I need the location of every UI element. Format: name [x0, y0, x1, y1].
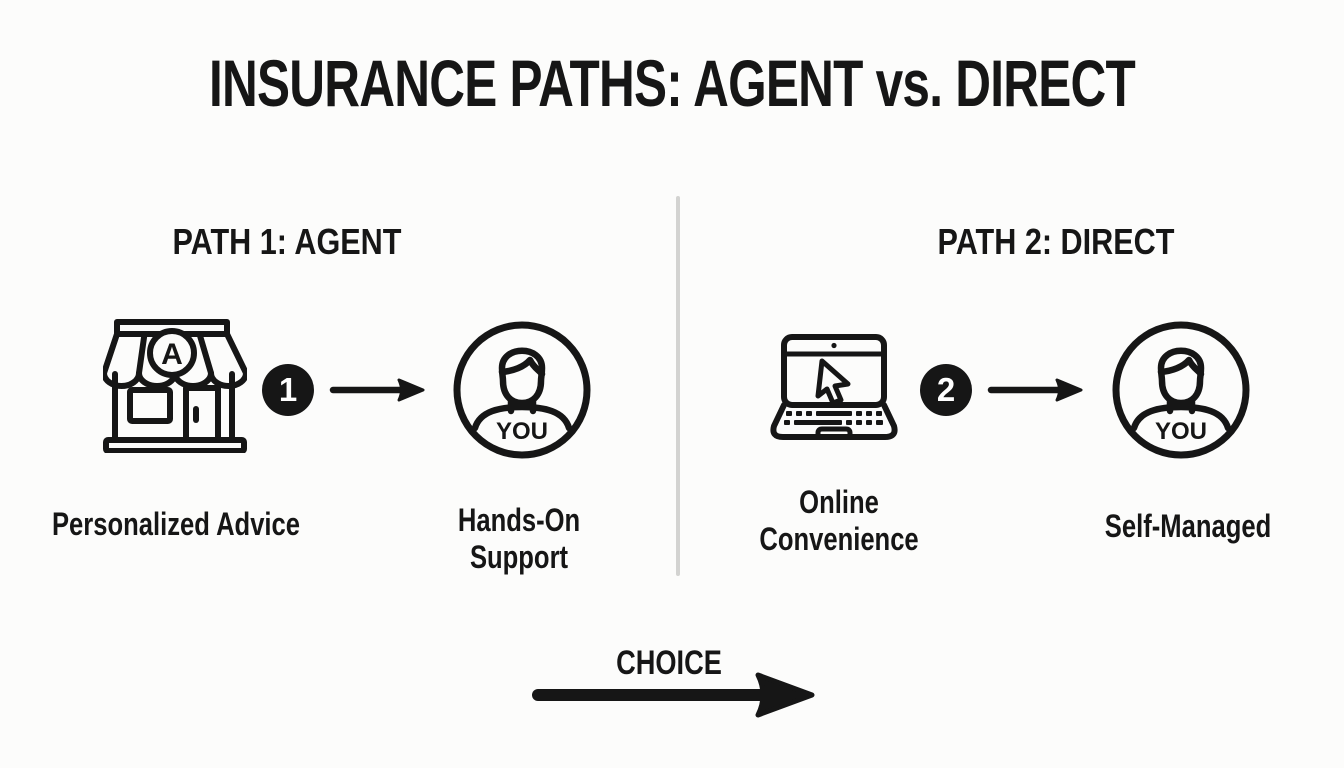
path-2-result-label: Self-Managed: [1104, 508, 1272, 544]
avatar-you-label: YOU: [496, 418, 548, 445]
arrow-right-icon: [328, 376, 428, 404]
step-1-badge: 1: [262, 364, 314, 416]
laptop-icon: [770, 334, 898, 446]
store-window: [127, 387, 173, 424]
choice-label: CHOICE: [616, 644, 722, 682]
arrow-right-icon: [986, 376, 1086, 404]
page-title: INSURANCE PATHS: AGENT vs. DIRECT: [209, 46, 1136, 120]
keyboard-keys: [784, 411, 883, 425]
path-2-source-label: Online Convenience: [759, 484, 919, 557]
you-avatar-icon: YOU: [450, 318, 594, 462]
avatar-you-label: YOU: [1155, 418, 1207, 445]
path-1-header: PATH 1: AGENT: [172, 221, 402, 262]
choice-arrow-icon: [530, 668, 820, 720]
vertical-divider: [676, 196, 680, 576]
path-2-header: PATH 2: DIRECT: [937, 221, 1175, 262]
webcam-dot: [831, 342, 837, 349]
agent-letter: A: [161, 338, 183, 371]
path-1-result-label: Hands-On Support: [457, 502, 581, 575]
you-avatar-icon: YOU: [1109, 318, 1253, 462]
path-1-source-label: Personalized Advice: [51, 506, 301, 542]
store-door: [183, 385, 221, 443]
agent-letter-circle: [147, 328, 197, 378]
storefront-icon: A: [103, 317, 247, 453]
step-2-badge: 2: [920, 364, 972, 416]
cursor-icon: [815, 358, 851, 406]
